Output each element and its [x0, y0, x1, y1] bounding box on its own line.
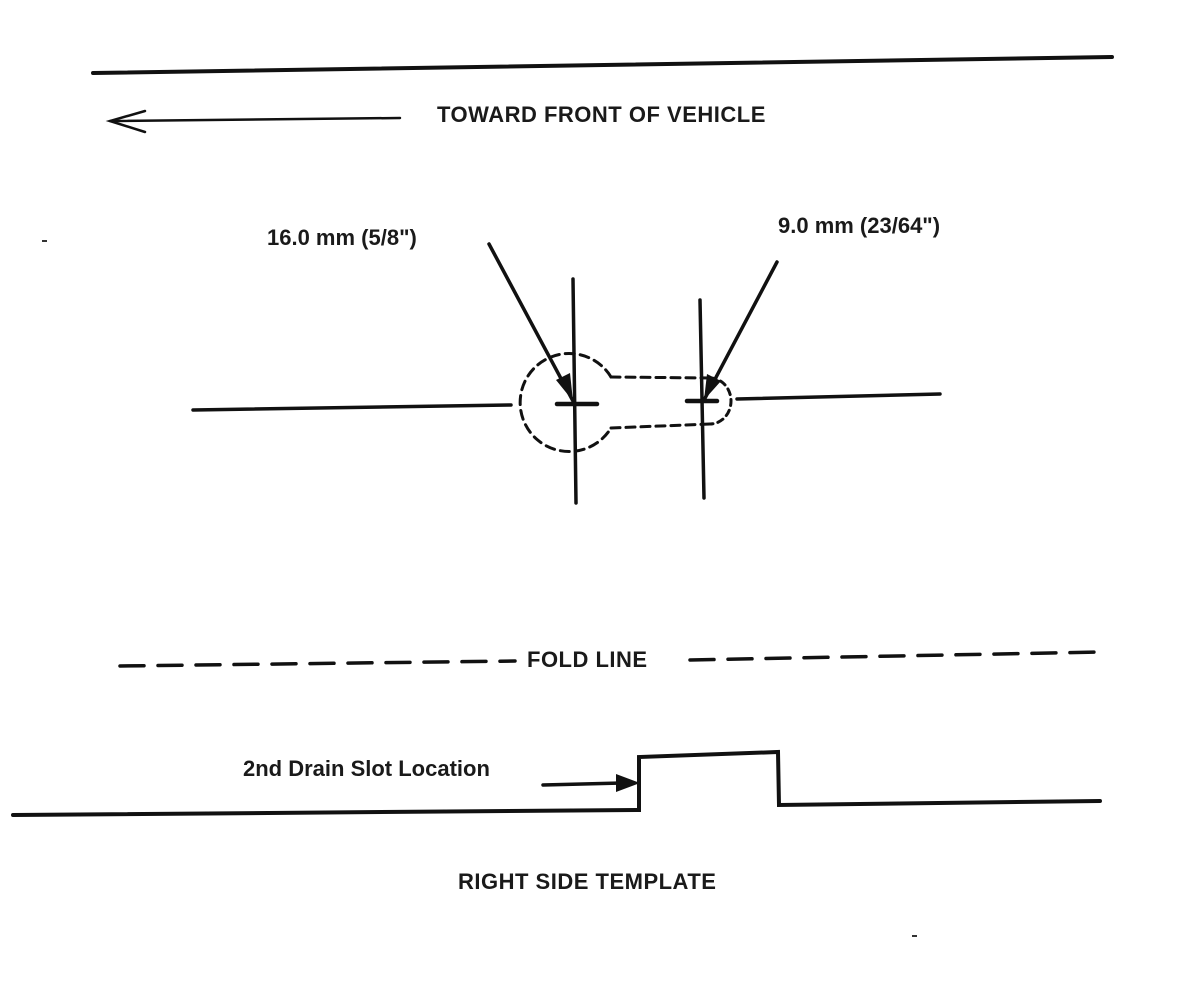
template-title: RIGHT SIDE TEMPLATE	[458, 869, 716, 894]
small-hole-label: 9.0 mm (23/64")	[778, 213, 940, 238]
top-edge-line	[91, 55, 1114, 75]
left-centerline	[191, 403, 513, 412]
large-hole-vertical-centerline	[571, 277, 578, 505]
drain-slot-pointer-arrow	[541, 774, 640, 792]
bottom-edge-with-drain-slot	[11, 749, 1102, 817]
direction-label: TOWARD FRONT OF VEHICLE	[437, 102, 766, 127]
large-hole-leader-arrow	[487, 242, 575, 403]
right-centerline	[735, 392, 942, 401]
fold-line-left-dashes	[118, 659, 517, 668]
small-hole-leader-arrow	[702, 260, 779, 402]
arrow-left-icon	[105, 109, 402, 134]
speck	[42, 240, 47, 242]
large-hole-label: 16.0 mm (5/8")	[267, 225, 417, 250]
drain-slot-label: 2nd Drain Slot Location	[243, 756, 490, 781]
keyhole-cutout-outline	[518, 352, 733, 453]
fold-line-label: FOLD LINE	[527, 647, 648, 672]
speck	[912, 935, 917, 937]
fold-line-right-dashes	[688, 650, 1102, 662]
